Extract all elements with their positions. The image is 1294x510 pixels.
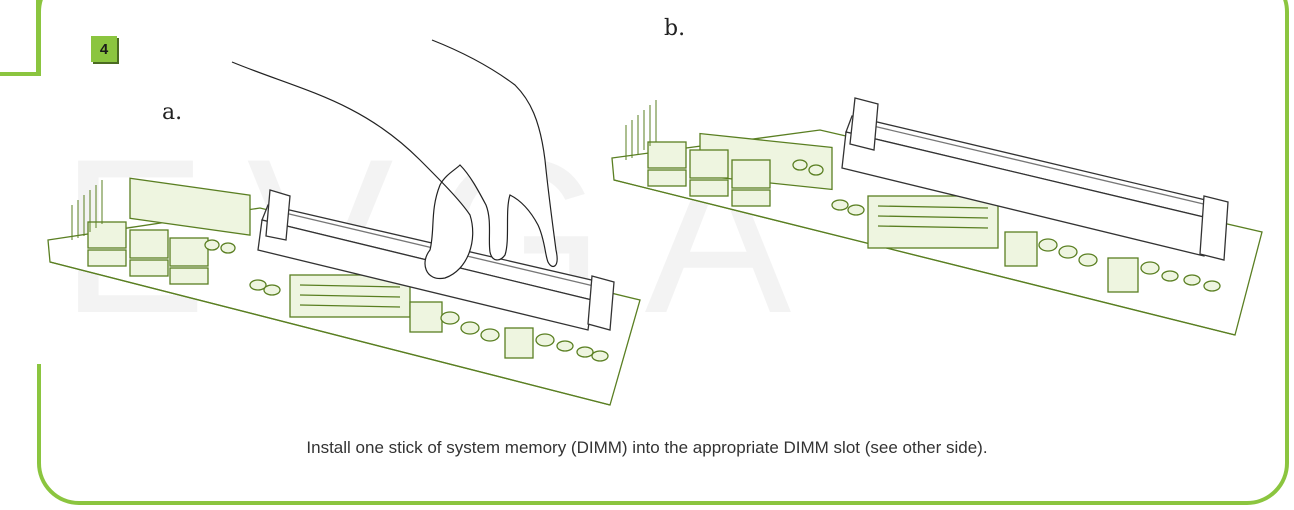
motherboard-a-icon bbox=[47, 177, 641, 406]
frame-gap bbox=[30, 76, 46, 364]
instruction-caption: Install one stick of system memory (DIMM… bbox=[306, 438, 988, 457]
panel-a-label: a. bbox=[162, 100, 183, 125]
step-number-badge: 4 bbox=[91, 36, 117, 62]
hand-icon bbox=[231, 39, 558, 280]
dimm-module-b-icon bbox=[841, 97, 1229, 261]
motherboard-b-icon bbox=[611, 100, 1263, 336]
installation-illustration bbox=[47, 39, 1263, 406]
panel-b-label: b. bbox=[664, 16, 686, 41]
